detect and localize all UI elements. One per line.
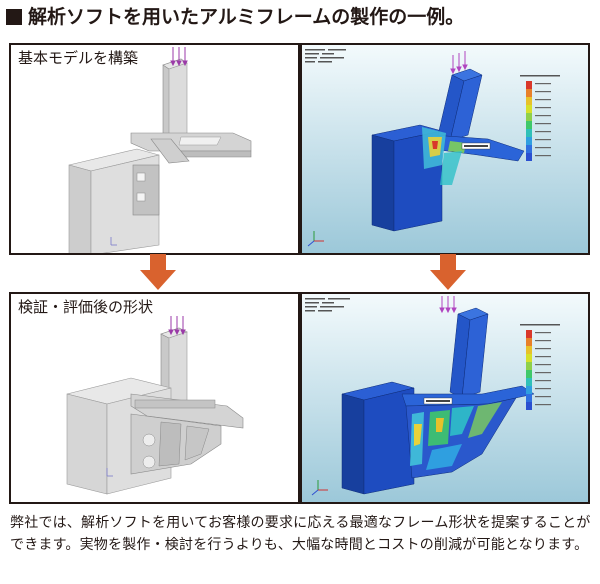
load-arrows-icon [170, 47, 188, 67]
color-legend-icon [520, 75, 560, 161]
basic-analysis-drawing [305, 49, 560, 247]
title-text: 解析ソフトを用いたアルミフレームの製作の一例。 [28, 6, 465, 28]
axis-triad-icon [307, 231, 324, 247]
panel-label-basic-model: 基本モデルを構築 [16, 47, 141, 68]
load-arrows-icon [168, 316, 186, 336]
panel-revised-model: 検証・評価後の形状 [9, 292, 300, 504]
revised-model-drawing [66, 316, 244, 495]
panel-label-revised-model: 検証・評価後の形状 [16, 296, 156, 317]
panel-basic-model: 基本モデルを構築 [9, 43, 300, 255]
description-text: 弊社では、解析ソフトを用いてお客様の要求に応える最適なフレーム形状を提案すること… [10, 515, 591, 553]
down-arrow-icon [140, 254, 176, 290]
panel-basic-analysis [300, 43, 590, 255]
square-bullet-icon [6, 9, 22, 25]
basic-model-drawing [68, 47, 252, 253]
page-title: 解析ソフトを用いたアルミフレームの製作の一例。 [6, 4, 596, 30]
panel-revised-analysis [300, 292, 590, 504]
down-arrow-icon [430, 254, 466, 290]
analysis-header [305, 49, 346, 63]
revised-analysis-drawing [305, 296, 560, 496]
load-arrows-icon [450, 51, 468, 75]
color-legend-icon [520, 324, 560, 410]
axis-triad-icon [311, 480, 328, 496]
analysis-header [305, 298, 350, 312]
load-arrows-icon [439, 296, 457, 314]
